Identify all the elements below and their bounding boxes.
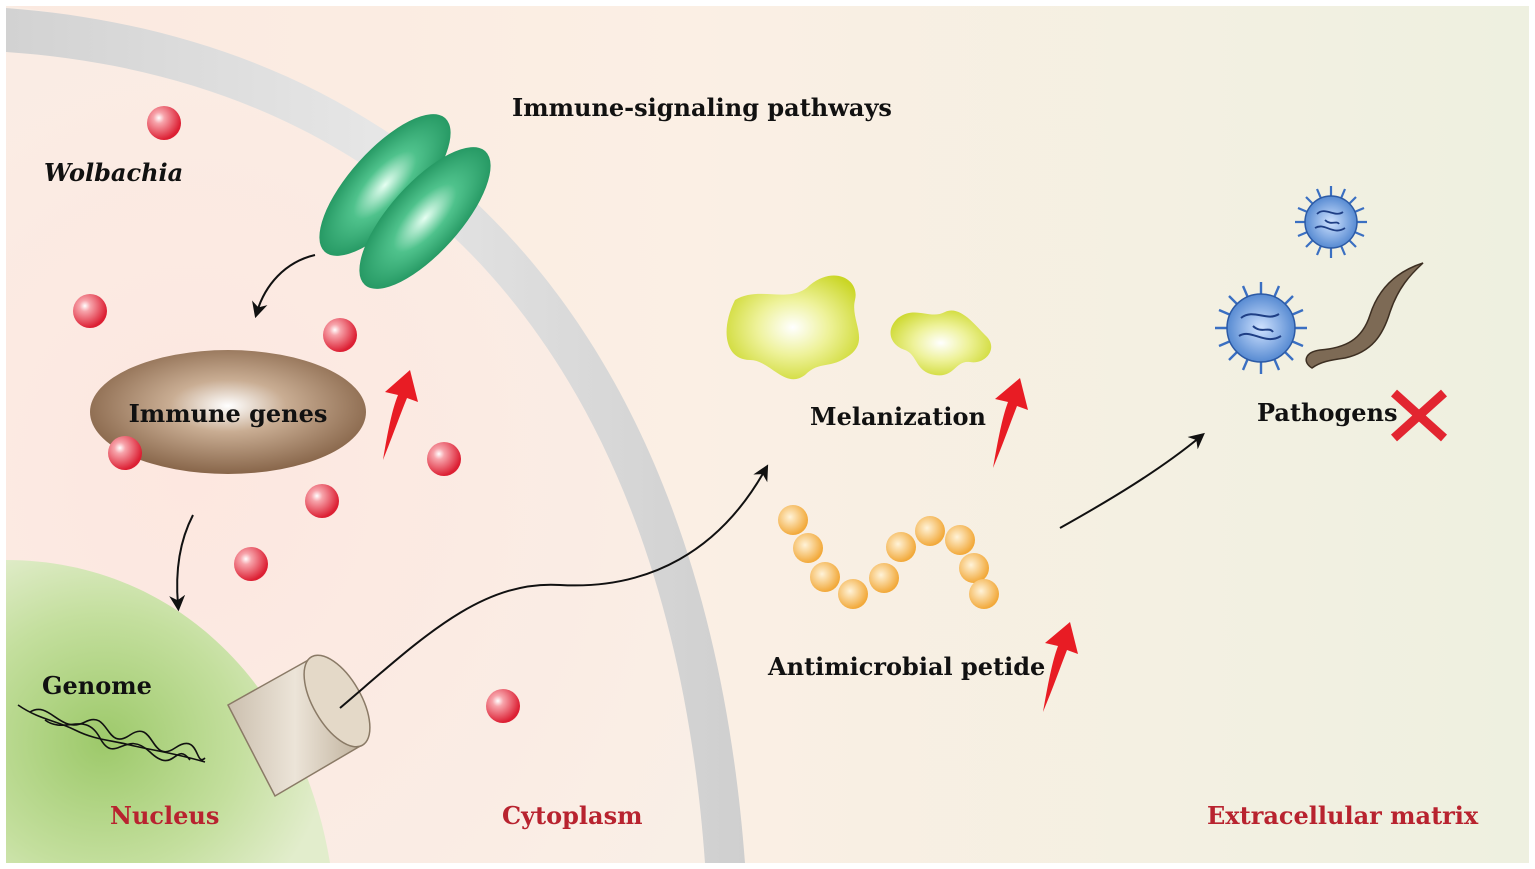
pathway-arrows: [169, 254, 1205, 709]
extracellular-label: Extracellular matrix: [1207, 801, 1479, 830]
wolbachia-dot: [305, 484, 339, 518]
worm-icon: [1305, 262, 1424, 369]
wolbachia-dot: [323, 318, 357, 352]
virus-icon: [1215, 282, 1307, 374]
immune-genes-body: [90, 350, 366, 474]
melanin-blobs: [726, 275, 992, 380]
immune-genes-label: Immune genes: [129, 399, 328, 428]
pathogens-label: Pathogens: [1257, 398, 1398, 427]
wolbachia-dots: [73, 106, 520, 723]
to-pathogens-arrow: [1059, 432, 1205, 529]
wolbachia-dot: [147, 106, 181, 140]
wolbachia-dot: [108, 436, 142, 470]
virus-icon: [1295, 186, 1367, 258]
export-arrow: [339, 464, 769, 709]
up-arrow-icon: [1043, 622, 1078, 712]
cross-icon: [1390, 389, 1448, 442]
melanization-label: Melanization: [810, 402, 986, 431]
antimicrobial-label: Antimicrobial petide: [767, 652, 1045, 681]
receptor-icon: [319, 114, 491, 289]
up-arrows: [383, 370, 1078, 712]
melanin-blob: [726, 275, 860, 380]
wolbachia-dot: [73, 294, 107, 328]
wolbachia-dot: [234, 547, 268, 581]
genome-label: Genome: [42, 671, 152, 700]
wolbachia-label: Wolbachia: [44, 158, 183, 187]
genes-to-genome-arrow: [169, 514, 194, 612]
nucleus-region: [6, 560, 330, 863]
nuclear-pore-icon: [227, 654, 371, 798]
up-arrow-icon: [993, 378, 1028, 468]
cytoplasm-label: Cytoplasm: [502, 801, 643, 830]
receptor-to-genes-arrow: [252, 254, 316, 319]
up-arrow-icon: [383, 370, 418, 460]
antimicrobial-peptide-chain: [778, 505, 999, 609]
dna-helix-icon: [17, 704, 206, 763]
immune-signaling-label: Immune-signaling pathways: [512, 93, 892, 122]
melanin-blob: [890, 310, 992, 376]
wolbachia-dot: [486, 689, 520, 723]
nucleus-label: Nucleus: [110, 801, 219, 830]
wolbachia-dot: [427, 442, 461, 476]
